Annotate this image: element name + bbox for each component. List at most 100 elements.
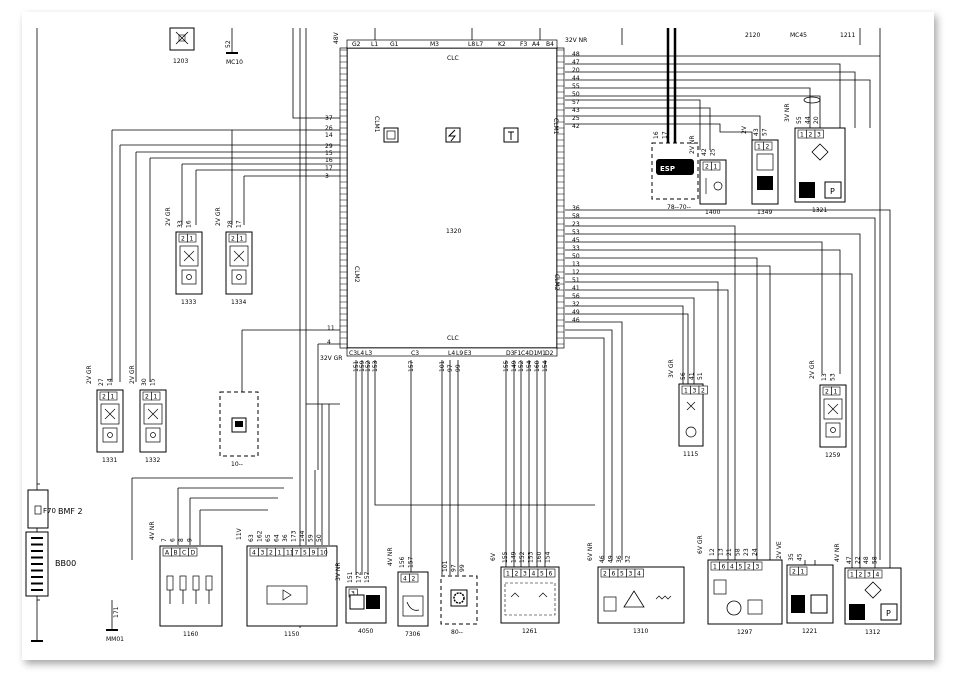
top-ref-label: MC45 bbox=[790, 32, 807, 39]
wire-number: 155 bbox=[502, 551, 509, 563]
wire-number: 42 bbox=[701, 148, 708, 156]
component-body bbox=[678, 383, 704, 447]
pin-label: 6 bbox=[722, 564, 726, 571]
pin-label: 1 bbox=[278, 550, 282, 557]
temperature-sensor-icon bbox=[756, 153, 774, 190]
icon-part bbox=[145, 427, 161, 443]
lightning-icon bbox=[445, 127, 461, 143]
label-mc10: MC10 bbox=[226, 59, 243, 66]
ecu-1320: CLC CLC 1320 CLM1 CLM2 CLM1 CLM2 48V 32V… bbox=[320, 31, 587, 362]
icon-part bbox=[685, 426, 697, 438]
pin-label: 7 bbox=[295, 550, 299, 557]
icon-part bbox=[233, 250, 245, 262]
tachometer-icon bbox=[349, 594, 380, 610]
pin-label: 5 bbox=[739, 564, 743, 571]
wire-number: 22 bbox=[855, 556, 862, 564]
ecu-left-pin: 4 bbox=[327, 339, 331, 346]
pin-cell bbox=[237, 233, 247, 243]
wire-number: 63 bbox=[248, 534, 255, 542]
pin-label: 1 bbox=[757, 144, 761, 151]
icon-part bbox=[756, 153, 774, 171]
wire-number: 49 bbox=[608, 555, 615, 563]
pin-label: 9 bbox=[312, 550, 316, 557]
pin-cell bbox=[763, 141, 773, 151]
wire-number: 151 bbox=[347, 571, 354, 583]
pin-cell bbox=[798, 566, 808, 576]
pin-label: 3 bbox=[523, 571, 527, 578]
wire-number: 153 bbox=[528, 551, 535, 563]
gear-icon bbox=[450, 589, 468, 607]
ecu-wire-number: 157 bbox=[408, 360, 415, 372]
icon-part bbox=[186, 274, 192, 280]
pin-label: 2 bbox=[859, 572, 863, 579]
pedal-sensor-icon: P bbox=[799, 143, 842, 199]
pin-label: 3 bbox=[756, 564, 760, 571]
pin-label: 6 bbox=[549, 571, 553, 578]
pin-cell bbox=[151, 391, 161, 401]
icon-part bbox=[656, 159, 694, 175]
wire-number: 156 bbox=[399, 556, 406, 568]
ecu-wire-number: 151 bbox=[353, 360, 360, 372]
connector-spec: 6V NR bbox=[587, 543, 594, 562]
wire-number: 58 bbox=[735, 548, 742, 556]
icon-part bbox=[402, 595, 424, 617]
ecu-wire-number: 154 bbox=[526, 360, 533, 372]
pin-label: 2 bbox=[515, 571, 519, 578]
ecu-left-pin: 15 bbox=[325, 150, 333, 157]
wire-number: 23 bbox=[743, 548, 750, 556]
ecu-wire-number: 99 bbox=[455, 364, 462, 372]
pin-label: 1 bbox=[154, 394, 158, 401]
pin-label: 3 bbox=[351, 591, 355, 598]
icon-part bbox=[864, 581, 882, 599]
icon-part bbox=[102, 427, 118, 443]
component-id: 1150 bbox=[284, 631, 299, 638]
wire-number: 7 bbox=[161, 538, 168, 542]
ecu-right-pin: 50 bbox=[572, 253, 580, 260]
ecu-right-pin: 44 bbox=[572, 75, 580, 82]
connector-spec: 4V NR bbox=[834, 544, 841, 563]
icon-part bbox=[757, 176, 773, 190]
connector-spec: 2V GR bbox=[165, 207, 172, 226]
component-id: 1349 bbox=[757, 209, 772, 216]
wire-number: 41 bbox=[689, 372, 696, 380]
connector-spec: 2V VE bbox=[776, 541, 783, 559]
wire-number: 30 bbox=[141, 378, 148, 386]
component-id: 1261 bbox=[522, 628, 537, 635]
ecu-bottom-pin: D3 bbox=[506, 350, 515, 357]
icon-part bbox=[827, 403, 839, 415]
icon-part bbox=[810, 594, 828, 614]
icon-part bbox=[686, 401, 696, 411]
pedal-badge: P bbox=[830, 187, 835, 196]
component-id: 1115 bbox=[683, 451, 698, 458]
wire-number: 48 bbox=[863, 556, 870, 564]
pin-label: 1 bbox=[850, 572, 854, 579]
ecu-left-bottom-connector: CLM2 bbox=[353, 266, 360, 283]
pin-label: 2 bbox=[102, 394, 106, 401]
component-body bbox=[751, 139, 779, 205]
ecu-bottom-pin: M1 bbox=[537, 350, 546, 357]
ecu-right-pin: 25 bbox=[572, 115, 580, 122]
icon-part bbox=[453, 592, 465, 604]
pin-label: 1 bbox=[801, 569, 805, 576]
component-id: 1312 bbox=[865, 629, 880, 636]
pin-label: 1 bbox=[800, 132, 804, 139]
fuse-box: BMF 2 bbox=[58, 507, 83, 516]
ecu-top-pin: A4 bbox=[532, 41, 540, 48]
pin-label: 4 bbox=[637, 571, 641, 578]
ecu-left-pin: 29 bbox=[325, 143, 333, 150]
ecu-wire-number: 160 bbox=[534, 360, 541, 372]
icon-part bbox=[349, 594, 365, 610]
icon-part bbox=[713, 579, 727, 595]
potentiometer-icon bbox=[504, 582, 556, 616]
pin-label: D bbox=[191, 550, 196, 557]
pin-cell bbox=[873, 569, 883, 579]
